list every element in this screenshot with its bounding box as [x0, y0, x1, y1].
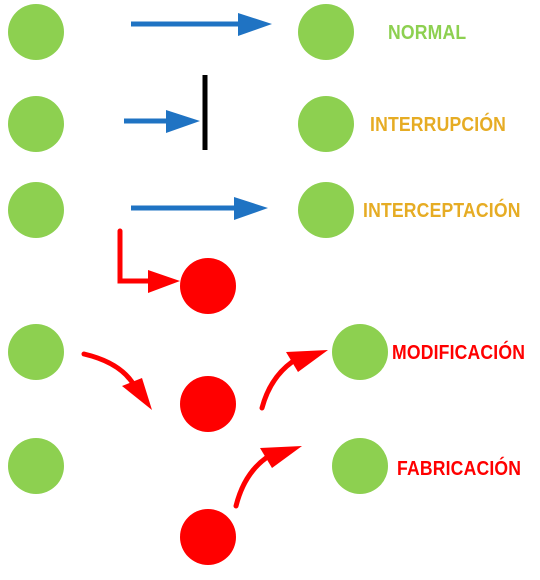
source-node	[8, 438, 64, 494]
modifier-node	[180, 376, 236, 432]
source-node	[8, 4, 64, 60]
modify-out-arrow-head	[286, 350, 328, 372]
scenario-fabricacion	[8, 438, 388, 565]
source-node	[8, 182, 64, 238]
scenario-interrupcion	[8, 75, 354, 152]
flow-arrow-head	[166, 110, 200, 133]
label-interceptacion: INTERCEPTACIÓN	[363, 200, 521, 222]
label-modificacion: MODIFICACIÓN	[392, 342, 526, 364]
flow-arrow-head	[234, 197, 268, 220]
modify-in-arrow-shaft	[81, 351, 135, 385]
label-fabricacion: FABRICACIÓN	[397, 458, 522, 480]
source-node	[8, 324, 64, 380]
flow-arrow-head	[238, 13, 272, 36]
interceptor-node	[180, 258, 236, 314]
scenario-interceptacion	[8, 182, 354, 314]
fabricate-arrow-head	[260, 446, 302, 468]
fabricator-node	[180, 509, 236, 565]
fabricate-arrow-shaft	[233, 455, 269, 509]
destination-node	[298, 96, 354, 152]
destination-node	[298, 182, 354, 238]
label-interrupcion: INTERRUPCIÓN	[370, 114, 507, 136]
destination-node	[332, 324, 388, 380]
scenario-normal	[8, 4, 354, 60]
destination-node	[332, 438, 388, 494]
scenario-modificacion	[8, 324, 388, 432]
intercept-arrow-head	[148, 270, 180, 293]
label-normal: NORMAL	[388, 22, 467, 44]
modify-in-arrow-head	[122, 378, 152, 410]
source-node	[8, 96, 64, 152]
destination-node	[298, 4, 354, 60]
modify-out-arrow-shaft	[259, 359, 295, 411]
intercept-arrow-shaft	[117, 228, 158, 284]
